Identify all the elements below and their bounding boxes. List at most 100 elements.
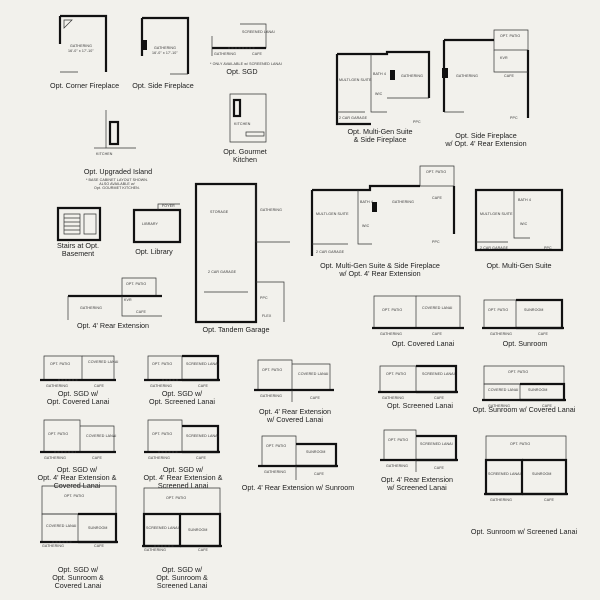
room-label-patio: OPT. PATIO bbox=[152, 432, 173, 436]
sgd-sunroom-screened-drawing bbox=[142, 487, 222, 548]
room-label-gathering: GATHERING bbox=[401, 74, 423, 78]
plan-sgd-rear-screened: OPT. PATIO SCREENED LANAI GATHERING CAFE bbox=[142, 414, 222, 462]
room-label-gathering: GATHERING bbox=[260, 208, 282, 212]
caption-sgd-rear-screened: Opt. SGD w/ Opt. 4' Rear Extension & Scr… bbox=[138, 466, 228, 490]
caption-sunroom-covered: Opt. Sunroom w/ Covered Lanai bbox=[472, 405, 576, 414]
room-label-gathering: GATHERING bbox=[80, 306, 102, 310]
room-label-wic: WIC bbox=[375, 92, 383, 96]
room-label-cafe: CAFE bbox=[544, 498, 554, 502]
plan-upgraded-island: KITCHEN bbox=[92, 108, 140, 166]
multigen-drawing bbox=[474, 188, 564, 252]
caption-rear-ext: Opt. 4' Rear Extension bbox=[76, 321, 150, 330]
room-label-gathering: GATHERING bbox=[488, 404, 510, 408]
caption-line: w/ Opt. 4' Rear Extension bbox=[445, 139, 527, 148]
room-label-covered-lanai: COVERED LANAI bbox=[298, 372, 329, 376]
plan-stairs-basement bbox=[56, 206, 102, 242]
room-label-patio: OPT. PATIO bbox=[266, 444, 287, 448]
room-label-gathering: GATHERING bbox=[490, 332, 512, 336]
covered-lanai-drawing bbox=[372, 295, 464, 330]
room-label-cafe: CAFE bbox=[432, 332, 442, 336]
room-label-screened-lanai: SCREENED LANAI bbox=[242, 30, 275, 34]
room-label-wic: WIC bbox=[520, 222, 528, 226]
sgd-note: * ONLY AVAILABLE w/ SCREENED LANAI bbox=[210, 62, 282, 66]
plan-rear-ext-screened: OPT. PATIO SCREENED LANAI GATHERING CAFE bbox=[378, 424, 462, 476]
room-label-ppc: PPC bbox=[544, 246, 552, 250]
room-label-cafe: CAFE bbox=[314, 472, 324, 476]
caption-line: Opt. Sunroom & bbox=[156, 573, 208, 582]
room-label-patio: OPT. PATIO bbox=[500, 34, 521, 38]
plan-library: FOYER LIBRARY bbox=[128, 202, 182, 244]
room-label-screened-lanai: SCREENED LANAI bbox=[146, 526, 179, 530]
caption-upgraded-island: Opt. Upgraded Island bbox=[83, 167, 153, 176]
room-label-patio: OPT. PATIO bbox=[126, 282, 147, 286]
caption-multigen: Opt. Multi-Gen Suite bbox=[486, 261, 552, 270]
room-label-cafe: CAFE bbox=[538, 332, 548, 336]
room-label-ppc: PPC bbox=[260, 296, 268, 300]
room-label-ppc: PPC bbox=[510, 116, 518, 120]
room-label-patio: OPT. PATIO bbox=[508, 370, 529, 374]
plan-rear-ext-sunroom: OPT. PATIO SUNROOM GATHERING CAFE bbox=[256, 430, 342, 484]
sunroom-covered-drawing bbox=[482, 365, 566, 402]
room-label-screened-lanai: SCREENED LANAI bbox=[422, 372, 455, 376]
caption-line: Covered Lanai bbox=[53, 481, 101, 490]
plan-tandem-garage: STORAGE GATHERING 2 CAR GARAGE PPC FLEX bbox=[194, 182, 292, 324]
room-label-cafe: CAFE bbox=[94, 544, 104, 548]
caption-line: Opt. Gourmet bbox=[223, 147, 267, 156]
room-label-multigen-suite: MULTI-GEN SUITE bbox=[480, 212, 513, 216]
caption-covered-lanai: Opt. Covered Lanai bbox=[391, 339, 455, 348]
sunroom-screened-drawing bbox=[484, 435, 568, 496]
caption-line: Opt. Multi-Gen Suite & Side Fireplace bbox=[320, 261, 440, 270]
room-label-gathering: GATHERING bbox=[382, 396, 404, 400]
room-label-patio: OPT. PATIO bbox=[152, 362, 173, 366]
caption-tandem-garage: Opt. Tandem Garage bbox=[202, 325, 270, 334]
plan-side-fireplace-rear-ext: OPT. PATIO KVR GATHERING CAFE PPC bbox=[440, 28, 530, 124]
caption-sunroom-screened: Opt. Sunroom w/ Screened Lanai bbox=[470, 527, 578, 536]
caption-line: Opt. SGD w/ bbox=[161, 389, 203, 398]
room-label-screened-lanai: SCREENED LANAI bbox=[186, 434, 219, 438]
room-label-cafe: CAFE bbox=[92, 456, 102, 460]
room-label-multigen-suite: MULTI-GEN SUITE bbox=[316, 212, 349, 216]
screened-lanai-drawing bbox=[378, 364, 458, 394]
room-label-screened-lanai: SCREENED LANAI bbox=[488, 472, 521, 476]
sgd-screened-drawing bbox=[144, 354, 220, 382]
room-label-gathering: GATHERING bbox=[44, 456, 66, 460]
plan-sunroom: OPT. PATIO SUNROOM GATHERING CAFE bbox=[480, 294, 566, 340]
caption-sgd: Opt. SGD bbox=[226, 67, 258, 76]
room-label-bath4: BATH 4 bbox=[518, 198, 531, 202]
plan-rear-ext-covered: OPT. PATIO COVERED LANAI GATHERING CAFE bbox=[252, 354, 338, 406]
caption-line: Opt. SGD w/ bbox=[161, 565, 203, 574]
room-label-garage: 2 CAR GARAGE bbox=[480, 246, 509, 250]
room-dims-gathering: 16'-0" x 17'-10" bbox=[68, 49, 94, 53]
room-label-covered-lanai: COVERED LANAI bbox=[86, 434, 117, 438]
plan-multigen-side-rear: OPT. PATIO BATH 4 GATHERING MULTI-GEN SU… bbox=[308, 164, 458, 262]
caption-line: w/ Opt. 4' Rear Extension bbox=[339, 269, 421, 278]
caption-line: w/ Screened Lanai bbox=[387, 483, 447, 492]
side-fp-rear-drawing bbox=[442, 29, 530, 118]
room-label-covered-lanai: COVERED LANAI bbox=[422, 306, 453, 310]
plan-side-fireplace: GATHERING 16'-0" x 17'-10" bbox=[140, 16, 190, 76]
room-label-gathering: GATHERING bbox=[144, 548, 166, 552]
sgd-drawing bbox=[211, 23, 267, 56]
caption-sgd-sunroom-screened: Opt. SGD w/ Opt. Sunroom & Screened Lana… bbox=[142, 566, 222, 590]
rear-ext-drawing bbox=[67, 277, 162, 320]
caption-screened-lanai: Opt. Screened Lanai bbox=[387, 401, 453, 410]
room-label-cafe: CAFE bbox=[310, 396, 320, 400]
caption-line: Stairs at Opt. bbox=[57, 241, 99, 250]
caption-line: Opt. 4' Rear Extension bbox=[258, 407, 332, 416]
room-label-cafe: CAFE bbox=[196, 456, 206, 460]
room-label-gathering: GATHERING bbox=[490, 498, 512, 502]
room-label-kvr: KVR bbox=[500, 56, 508, 60]
room-label-gathering: GATHERING bbox=[46, 384, 68, 388]
plan-covered-lanai: OPT. PATIO COVERED LANAI GATHERING CAFE bbox=[370, 294, 466, 340]
library-drawing bbox=[132, 203, 182, 244]
room-label-foyer: FOYER bbox=[162, 204, 175, 208]
caption-multigen-side-rear: Opt. Multi-Gen Suite & Side Fireplace w/… bbox=[300, 262, 460, 278]
room-label-gathering: GATHERING bbox=[260, 394, 282, 398]
caption-line: Basement bbox=[61, 249, 95, 258]
rear-ext-screened-drawing bbox=[380, 429, 458, 472]
caption-line: w/ Covered Lanai bbox=[267, 415, 323, 424]
room-label-gathering: GATHERING bbox=[42, 544, 64, 548]
room-label-bath4: BATH 4 bbox=[373, 72, 386, 76]
plan-sgd-screened: OPT. PATIO SCREENED LANAI GATHERING CAFE bbox=[142, 350, 222, 392]
caption-rear-ext-screened: Opt. 4' Rear Extension w/ Screened Lanai bbox=[372, 476, 462, 492]
